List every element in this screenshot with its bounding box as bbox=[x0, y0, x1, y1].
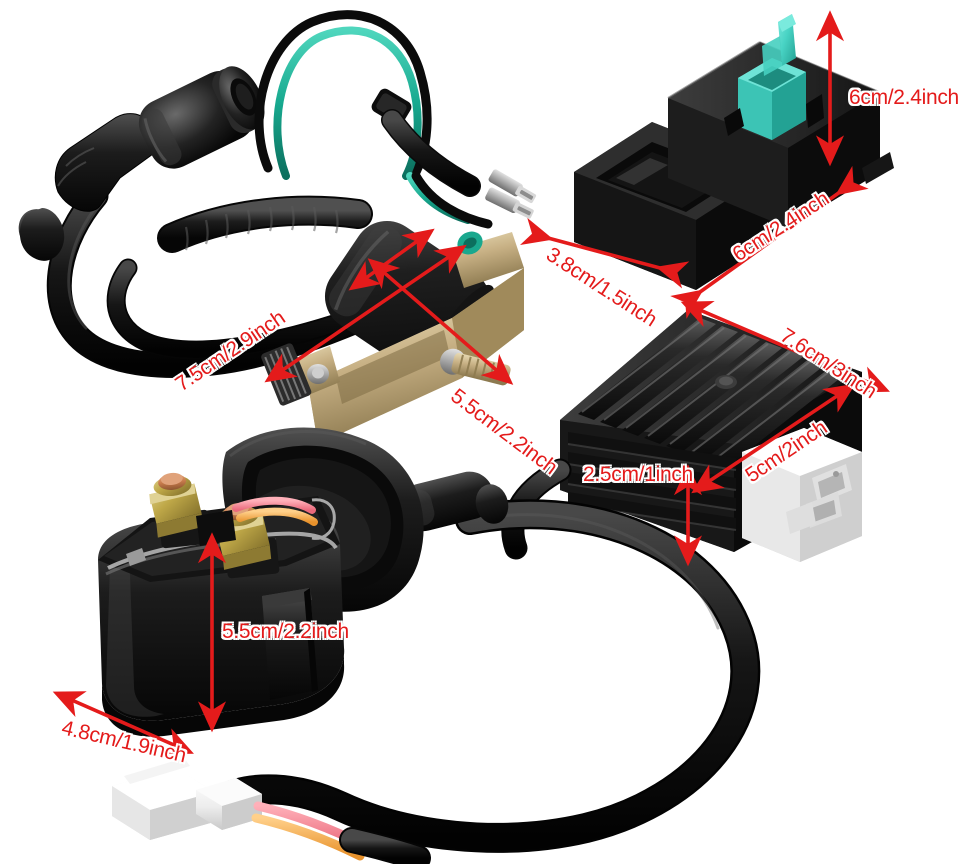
cdi-box-part bbox=[574, 14, 894, 290]
dimension-arrows bbox=[52, 10, 890, 755]
arrow-coil-height bbox=[367, 258, 514, 385]
cdi-connector bbox=[738, 14, 806, 140]
relay-connector bbox=[112, 758, 262, 840]
arrow-cdi-depth bbox=[520, 217, 690, 289]
arrow-relay-width bbox=[52, 691, 194, 755]
ignition-coil-part bbox=[18, 10, 537, 444]
relay-terminal-left bbox=[149, 472, 212, 549]
arrow-regulator-depth bbox=[691, 383, 856, 494]
starter-relay-part bbox=[98, 427, 761, 864]
arrow-cdi-width bbox=[670, 165, 869, 319]
arrow-regulator-width bbox=[680, 301, 890, 393]
